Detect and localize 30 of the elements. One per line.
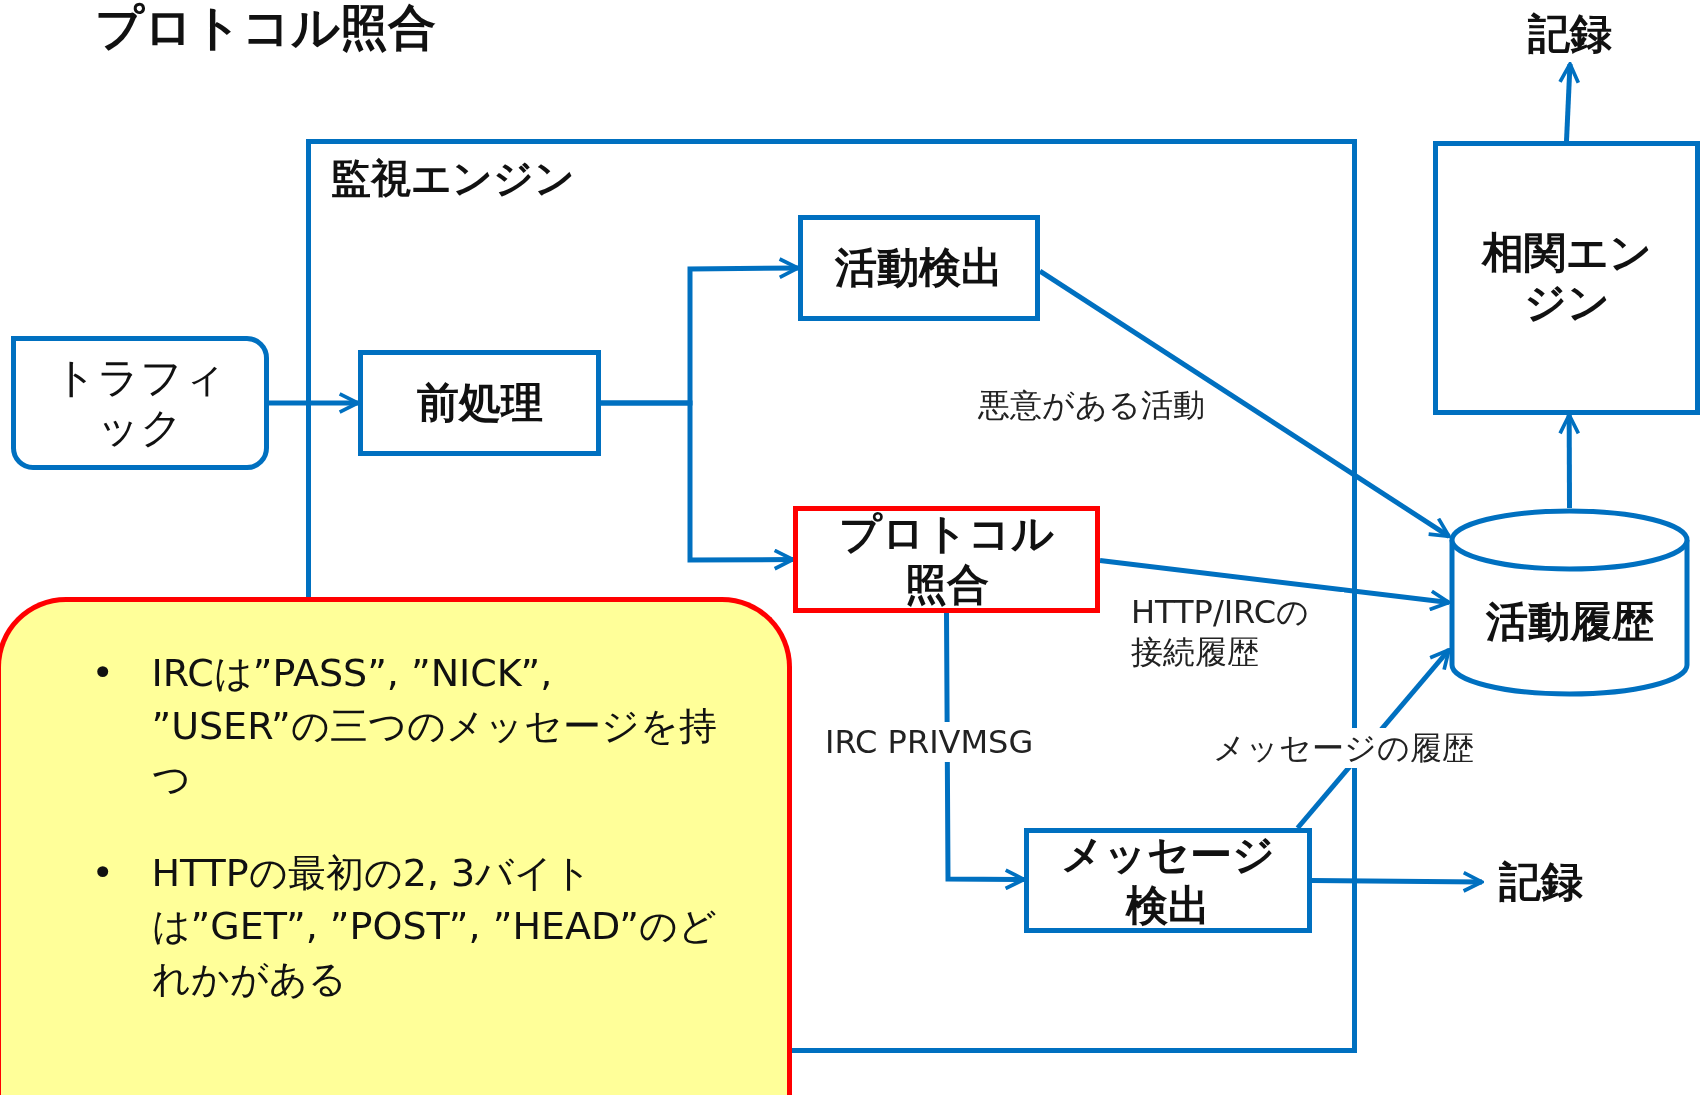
arrow (1311, 870, 1484, 893)
node-label: メッセージ検出 (1060, 830, 1276, 931)
traffic-box (11, 336, 269, 470)
arrow (269, 392, 360, 414)
bullet-marker: • (91, 849, 115, 897)
bullet-marker: • (91, 650, 115, 697)
process-box (1433, 141, 1700, 415)
process-box (793, 506, 1100, 613)
arrow (1558, 62, 1581, 142)
arrow (601, 400, 795, 571)
node-label: 前処理 (416, 377, 543, 429)
callout-tooltip (0, 597, 792, 1095)
process-box (798, 215, 1040, 321)
slide-title: プロトコル照合 (95, 0, 436, 57)
panel-heading: 監視エンジン (331, 154, 575, 202)
arrow (1558, 413, 1581, 508)
node-label: 活動履歴 (1485, 597, 1654, 648)
process-box (358, 350, 601, 456)
node-label: プロトコル照合 (839, 509, 1054, 610)
bullet-text: HTTPの最初の2, 3バイトは”GET”, ”POST”, ”HEAD”のどれかがある (151, 849, 718, 1003)
process-box (1024, 828, 1312, 933)
arrow (1038, 269, 1451, 539)
bullet-text: IRCは”PASS”, ”NICK”, ”USER”の三つのメッセージを持つ (151, 650, 718, 804)
arrow (1099, 558, 1451, 612)
output-label: 記録 (1499, 856, 1583, 908)
node-label: トラフィック (53, 352, 227, 454)
output-label: 記録 (1528, 8, 1612, 60)
node-label: 活動検出 (835, 242, 1003, 294)
node-label: 相関エンジン (1481, 227, 1652, 329)
arrow (944, 613, 1026, 891)
